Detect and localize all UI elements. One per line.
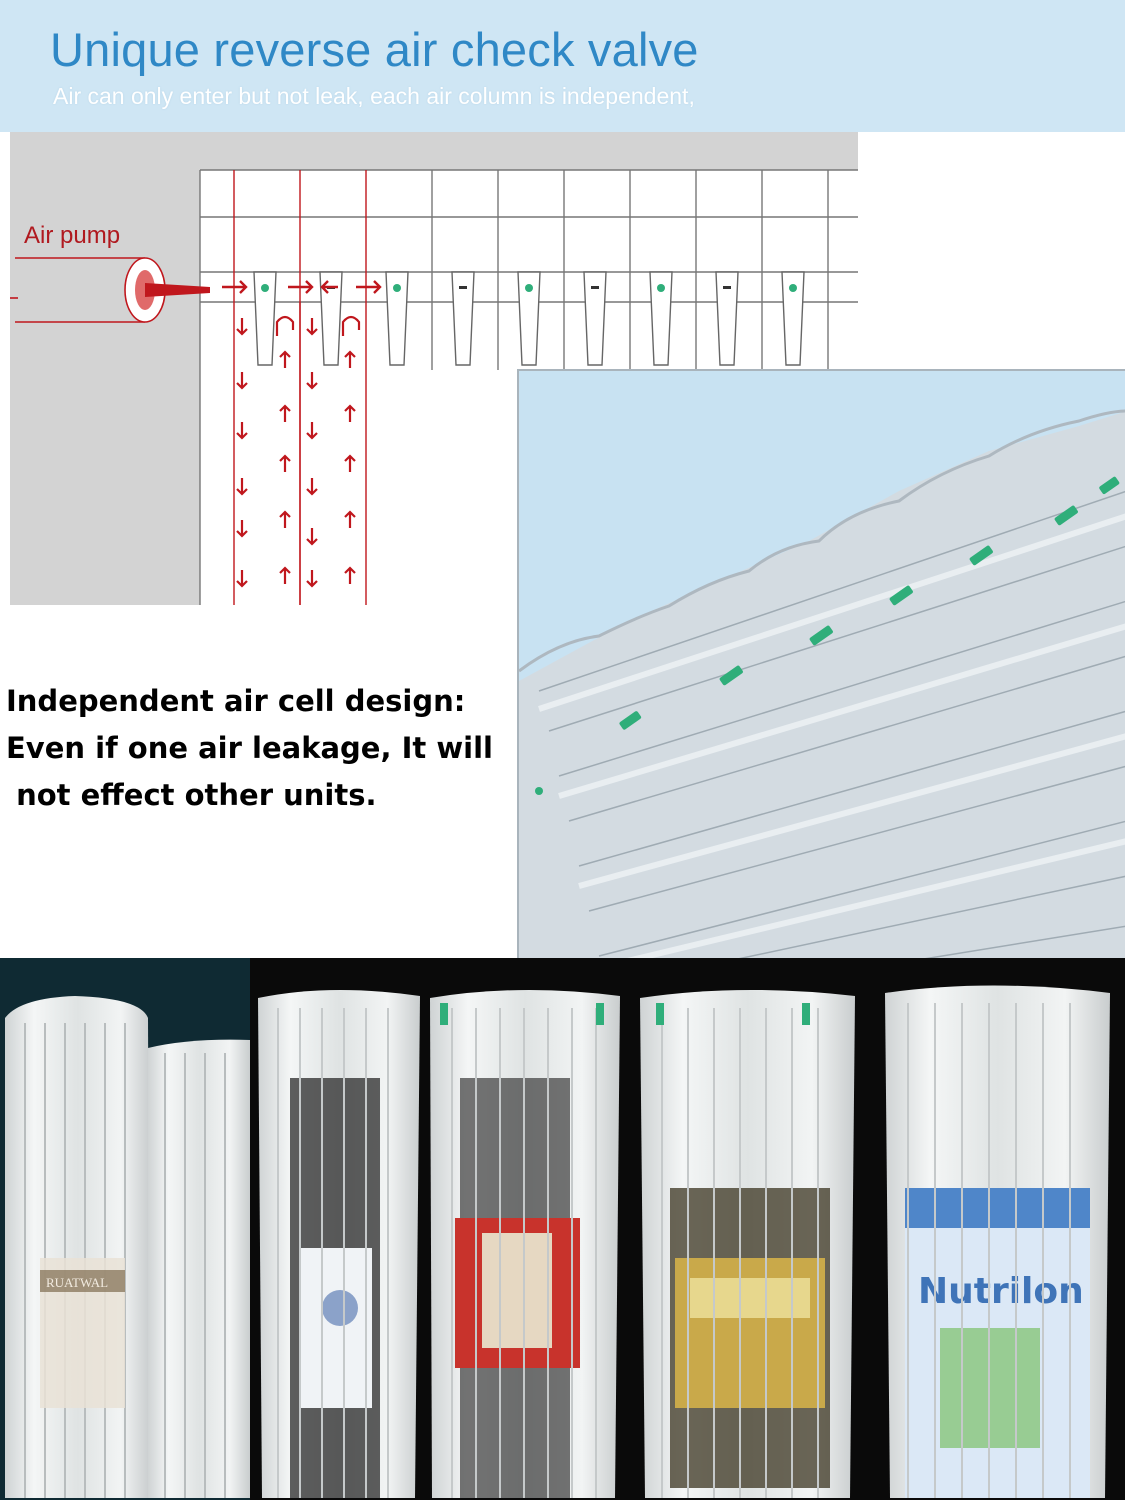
product-photos-strip: RUATWAL — [0, 958, 1125, 1500]
product-wrap-5 — [640, 989, 855, 1498]
feature-description: Independent air cell design: Even if one… — [6, 678, 493, 819]
product-label-1: RUATWAL — [46, 1275, 108, 1290]
product-wrap-4 — [430, 989, 620, 1498]
product-wrap-3 — [258, 989, 420, 1498]
header-banner — [0, 0, 1125, 132]
air-column-closeup-photo — [517, 369, 1125, 961]
feature-line-1: Independent air cell design: — [6, 684, 466, 718]
product-wrap-1: RUATWAL — [5, 996, 150, 1498]
product-wrap-2 — [148, 1039, 250, 1498]
product-label-2: Nutrilon — [918, 1271, 1084, 1312]
air-pump-label: Air pump — [24, 222, 121, 249]
feature-line-3: not effect other units. — [6, 778, 377, 812]
product-wrap-6: Nutrilon — [885, 985, 1110, 1498]
closeup-illustration — [519, 371, 1125, 961]
air-pump-icon — [10, 257, 210, 323]
product-photos-illustration: RUATWAL — [0, 958, 1125, 1500]
page-subtitle: Air can only enter but not leak, each ai… — [53, 83, 695, 109]
page-title: Unique reverse air check valve — [50, 23, 699, 76]
feature-line-2: Even if one air leakage, It will — [6, 731, 493, 765]
